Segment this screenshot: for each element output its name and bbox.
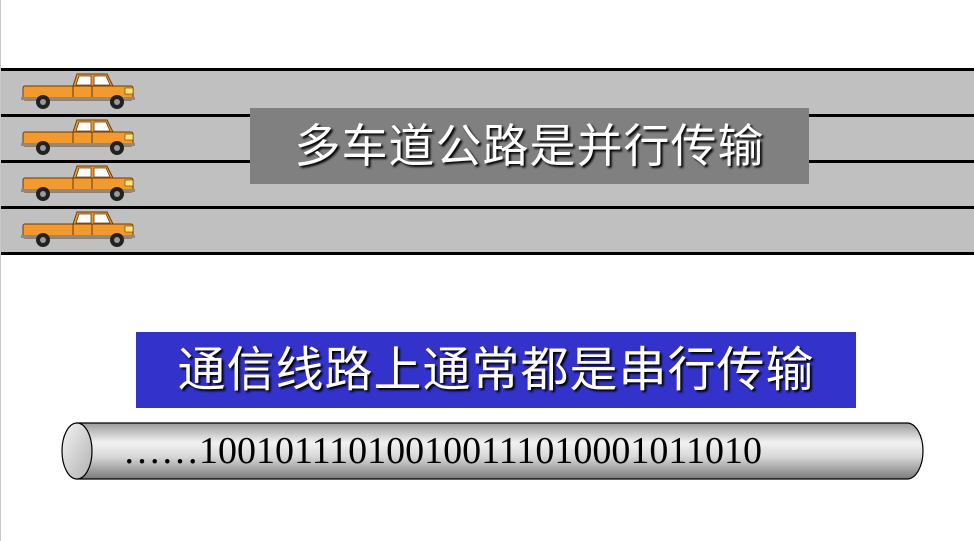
pickup-truck-icon bbox=[21, 210, 137, 248]
lane-divider bbox=[1, 206, 974, 209]
bit-stream-label: ……100101110100100111010001011010 bbox=[123, 430, 762, 472]
lane-1 bbox=[1, 71, 974, 114]
communication-cable bbox=[61, 422, 925, 480]
pickup-truck-icon bbox=[21, 118, 137, 156]
parallel-transmission-caption: 多车道公路是并行传输 bbox=[250, 108, 809, 184]
pickup-truck-icon bbox=[21, 72, 137, 110]
pickup-truck-icon bbox=[21, 164, 137, 202]
lane-4 bbox=[1, 209, 974, 252]
lane-divider bbox=[1, 68, 974, 71]
serial-transmission-caption: 通信线路上通常都是串行传输 bbox=[136, 332, 856, 408]
lane-divider bbox=[1, 252, 974, 255]
